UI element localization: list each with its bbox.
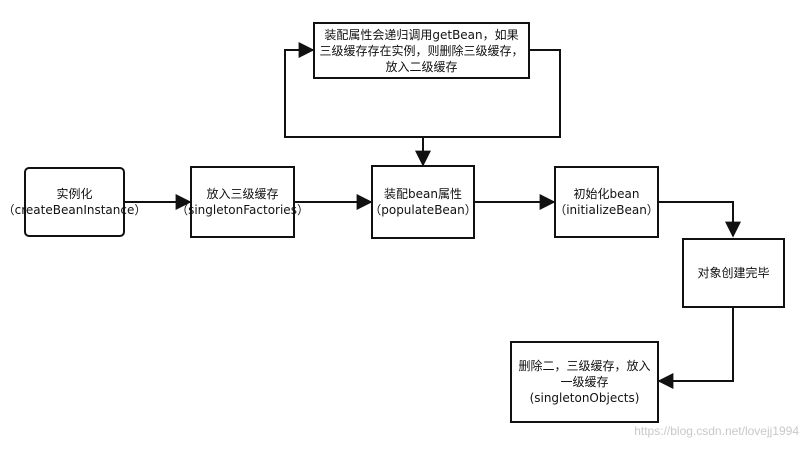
node-recursive: 装配属性会递归调用getBean，如果三级缓存存在实例，则删除三级缓存，放入二级… <box>313 22 530 79</box>
edge-loop-to-recursive <box>284 42 423 138</box>
node-populate: 装配bean属性（populateBean） <box>369 165 477 239</box>
node-initialize: 初始化bean（initializeBean） <box>554 166 659 238</box>
node-created: 对象创建完毕 <box>682 238 785 308</box>
node-third-cache-label: 放入三级缓存（singletonFactories） <box>176 187 309 217</box>
watermark-text: https://blog.csdn.net/lovejj1994 <box>634 424 799 438</box>
node-populate-label: 装配bean属性（populateBean） <box>369 187 477 217</box>
node-third-cache: 放入三级缓存（singletonFactories） <box>176 166 309 238</box>
node-recursive-label: 装配属性会递归调用getBean，如果三级缓存存在实例，则删除三级缓存，放入二级… <box>319 27 524 74</box>
node-final-cache-label: 删除二，三级缓存，放入一级缓存(singletonObjects) <box>518 359 651 405</box>
node-initialize-label: 初始化bean（initializeBean） <box>554 187 659 217</box>
edge-created-to-final-cache <box>657 308 734 389</box>
edge-initialize-to-created <box>659 201 741 238</box>
node-created-label: 对象创建完毕 <box>697 266 770 280</box>
node-instantiate-label: 实例化（createBeanInstance） <box>2 187 147 217</box>
node-final-cache: 删除二，三级缓存，放入一级缓存(singletonObjects) <box>510 341 659 423</box>
edge-recursive-to-populate <box>415 49 561 167</box>
node-instantiate: 实例化（createBeanInstance） <box>3 167 146 237</box>
